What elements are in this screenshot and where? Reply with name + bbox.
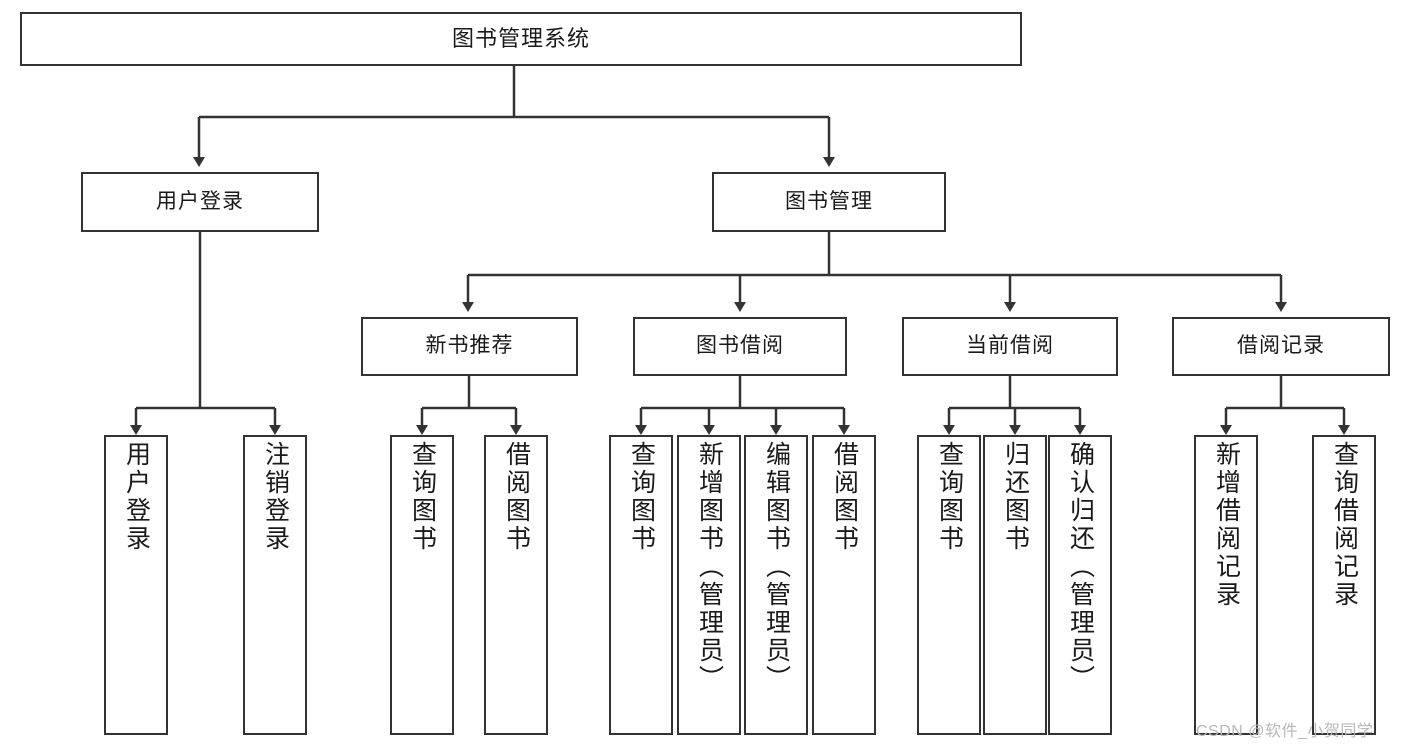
node-leaf-return-book[interactable]: 归还图书 bbox=[983, 435, 1047, 735]
node-leaf-add-record[interactable]: 新增借阅记录 bbox=[1194, 435, 1258, 735]
node-label: 新书推荐 bbox=[425, 334, 514, 358]
node-system-root[interactable]: 图书管理系统 bbox=[20, 12, 1022, 66]
node-book-borrow[interactable]: 图书借阅 bbox=[633, 317, 847, 376]
node-leaf-add-book[interactable]: 新增图书（管理员） bbox=[677, 435, 741, 735]
node-label: 图书管理系统 bbox=[451, 26, 590, 52]
node-leaf-user-logout[interactable]: 注销登录 bbox=[243, 435, 307, 735]
node-leaf-query-record[interactable]: 查询借阅记录 bbox=[1312, 435, 1376, 735]
node-label: 用户登录 bbox=[122, 441, 151, 553]
node-leaf-confirm-return[interactable]: 确认归还（管理员） bbox=[1048, 435, 1112, 735]
node-label: 查询图书 bbox=[935, 441, 964, 553]
node-user-login[interactable]: 用户登录 bbox=[81, 172, 319, 232]
node-label: 用户登录 bbox=[156, 189, 244, 213]
node-borrow-record[interactable]: 借阅记录 bbox=[1172, 317, 1390, 376]
csdn-watermark: CSDN @软件_小贺同学 bbox=[1196, 723, 1374, 740]
node-label: 查询图书 bbox=[408, 441, 437, 553]
node-label: 确认归还（管理员） bbox=[1066, 441, 1095, 693]
node-label: 注销登录 bbox=[261, 441, 290, 553]
node-leaf-query-book-2[interactable]: 查询图书 bbox=[609, 435, 673, 735]
node-leaf-user-login[interactable]: 用户登录 bbox=[104, 435, 168, 735]
node-label: 当前借阅 bbox=[966, 334, 1054, 358]
node-label: 新增借阅记录 bbox=[1212, 441, 1241, 609]
node-leaf-query-book-1[interactable]: 查询图书 bbox=[390, 435, 454, 735]
node-current-borrow[interactable]: 当前借阅 bbox=[902, 317, 1118, 376]
node-label: 借阅图书 bbox=[830, 441, 859, 553]
node-label: 借阅记录 bbox=[1237, 334, 1325, 358]
node-label: 图书管理 bbox=[785, 189, 873, 213]
node-label: 新增图书（管理员） bbox=[695, 441, 724, 693]
node-book-management[interactable]: 图书管理 bbox=[712, 172, 946, 232]
node-leaf-borrow-book-2[interactable]: 借阅图书 bbox=[812, 435, 876, 735]
node-label: 查询图书 bbox=[627, 441, 656, 553]
node-label: 图书借阅 bbox=[696, 334, 784, 358]
node-leaf-query-book-3[interactable]: 查询图书 bbox=[917, 435, 981, 735]
node-leaf-edit-book[interactable]: 编辑图书（管理员） bbox=[744, 435, 808, 735]
node-leaf-borrow-book-1[interactable]: 借阅图书 bbox=[484, 435, 548, 735]
node-label: 查询借阅记录 bbox=[1330, 441, 1359, 609]
node-label: 借阅图书 bbox=[502, 441, 531, 553]
node-label: 归还图书 bbox=[1001, 441, 1030, 553]
node-new-book-recommend[interactable]: 新书推荐 bbox=[361, 317, 578, 376]
node-label: 编辑图书（管理员） bbox=[762, 441, 791, 693]
